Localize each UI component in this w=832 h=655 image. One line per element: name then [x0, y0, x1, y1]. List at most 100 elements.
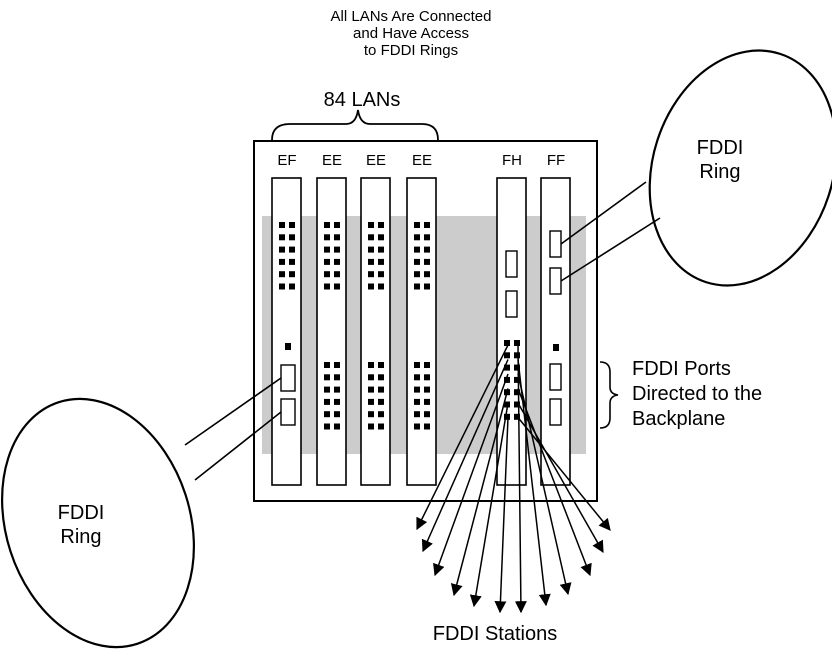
- port-dot: [424, 374, 430, 381]
- port-dot: [424, 246, 430, 253]
- port-dot: [334, 246, 340, 253]
- port-dot: [414, 362, 420, 368]
- port-dot: [414, 374, 420, 381]
- port-dot: [414, 398, 420, 405]
- port-dot: [289, 222, 295, 228]
- port-dot: [324, 271, 330, 278]
- port-dot: [324, 374, 330, 381]
- port-dot: [279, 234, 285, 241]
- station-arrow: [517, 388, 592, 577]
- fddi-ring-right: [648, 49, 832, 287]
- port-dot: [324, 362, 330, 368]
- port-dot: [334, 411, 340, 418]
- port-dots: [279, 222, 520, 430]
- port-dot: [504, 352, 510, 359]
- port-dot: [424, 386, 430, 393]
- station-arrow: [469, 402, 509, 608]
- card-fh: [496, 177, 527, 486]
- port-dot: [368, 362, 374, 368]
- port-dot: [514, 340, 520, 346]
- port-dot: [324, 234, 330, 241]
- slot-label-fh: FH: [502, 152, 522, 169]
- ring-left-links: [184, 377, 282, 481]
- port-dot: [334, 423, 340, 430]
- caption-line-1: All LANs Are Connected: [330, 8, 492, 25]
- port-dot: [424, 271, 430, 278]
- ring-left-line-1: FDDI: [57, 502, 105, 524]
- port-dot: [324, 283, 330, 290]
- slot-label-ef: EF: [277, 152, 297, 169]
- ring-right-line-2: Ring: [699, 161, 741, 183]
- card-ef: [271, 177, 302, 486]
- port-dot: [334, 258, 340, 265]
- port-dot: [378, 234, 384, 241]
- port-dot: [424, 362, 430, 368]
- port-dot: [368, 374, 374, 381]
- port-dot: [289, 283, 295, 290]
- ports-brace: [599, 361, 619, 429]
- port-dot: [368, 222, 374, 228]
- station-arrow: [517, 417, 611, 531]
- port-dot: [334, 234, 340, 241]
- fddi-ring-left: [1, 397, 195, 649]
- port-dot: [514, 376, 520, 383]
- station-arrow: [494, 417, 509, 614]
- port-dot: [414, 283, 420, 290]
- ring-right-line-1: FDDI: [696, 137, 744, 159]
- port-dot: [424, 423, 430, 430]
- port-dot: [279, 283, 285, 290]
- port-dot: [424, 234, 430, 241]
- top-caption: All LANs Are Connected and Have Access t…: [292, 8, 530, 59]
- port-dot: [504, 340, 510, 346]
- slot-label-ff: FF: [546, 152, 566, 169]
- port-dot: [424, 398, 430, 405]
- port-dot: [334, 398, 340, 405]
- port-dot: [378, 271, 384, 278]
- lans-count-label: 84 LANs: [323, 89, 401, 111]
- ring-left-label: FDDI Ring: [36, 501, 126, 549]
- station-arrow: [517, 402, 604, 554]
- station-arrow: [416, 344, 509, 531]
- port-dot: [334, 362, 340, 368]
- port-dot: [504, 413, 510, 420]
- port-dot: [514, 413, 520, 420]
- port-dot: [378, 246, 384, 253]
- port-dot: [368, 234, 374, 241]
- port-dot: [279, 258, 285, 265]
- port-dot: [378, 398, 384, 405]
- port-dot: [414, 222, 420, 228]
- port-dot: [414, 258, 420, 265]
- port-dot: [368, 271, 374, 278]
- card-ee-3: [406, 177, 437, 486]
- port-dot: [414, 271, 420, 278]
- ring-left-line-2: Ring: [60, 526, 102, 548]
- caption-line-2: and Have Access: [353, 25, 469, 42]
- port-dot: [334, 283, 340, 290]
- port-dot: [378, 374, 384, 381]
- port-dot: [378, 222, 384, 228]
- slot-label-ee-3: EE: [411, 152, 432, 169]
- port-dot: [368, 423, 374, 430]
- card-ee-1: [316, 177, 347, 486]
- slot-label-ee-1: EE: [321, 152, 342, 169]
- port-dot: [324, 246, 330, 253]
- port-dot: [289, 271, 295, 278]
- port-dot: [378, 283, 384, 290]
- port-dot: [514, 364, 520, 371]
- port-dot: [324, 423, 330, 430]
- lans-brace: [271, 109, 439, 141]
- caption-line-3: to FDDI Rings: [363, 42, 459, 59]
- port-dot: [514, 401, 520, 408]
- port-dot: [368, 411, 374, 418]
- port-dot: [289, 234, 295, 241]
- port-dot: [514, 389, 520, 396]
- station-arrow: [421, 359, 509, 553]
- port-dot: [279, 246, 285, 253]
- port-dot: [368, 386, 374, 393]
- port-dot: [424, 411, 430, 418]
- port-dot: [324, 258, 330, 265]
- port-dot: [424, 222, 430, 228]
- port-dot: [378, 258, 384, 265]
- port-dot: [378, 411, 384, 418]
